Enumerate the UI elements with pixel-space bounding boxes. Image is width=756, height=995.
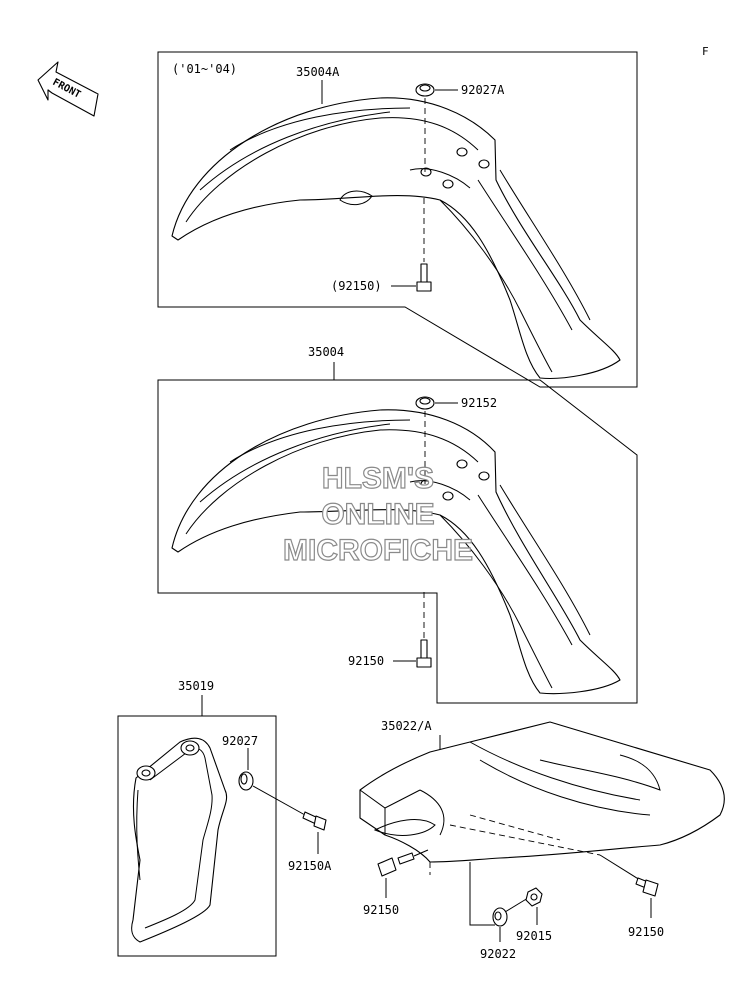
front-arrow-icon: FRONT <box>37 61 99 117</box>
frame-box-mid <box>157 379 638 704</box>
bolt-92150-rear-left[interactable] <box>377 852 415 877</box>
label-35022a: 35022/A <box>381 719 432 733</box>
bolt-92150-mid[interactable] <box>416 639 432 668</box>
bolt-92150-rear-right[interactable] <box>635 877 659 897</box>
label-92152: 92152 <box>461 396 497 410</box>
year-note: ('01~'04) <box>172 62 237 76</box>
label-92027a: 92027A <box>461 83 505 97</box>
label-92150a: 92150A <box>288 859 332 873</box>
line-washer-nut <box>504 897 529 913</box>
label-92015: 92015 <box>516 929 552 943</box>
label-92022: 92022 <box>480 947 516 961</box>
line-rear-left-bolt <box>413 849 429 857</box>
group-front-fender-a: ('01~'04) 35004A 92027A <box>157 51 638 388</box>
washer-92027a[interactable] <box>415 83 435 97</box>
line-rear-assembly <box>469 862 495 926</box>
washer-92022[interactable] <box>492 907 508 927</box>
label-35004: 35004 <box>308 345 344 359</box>
watermark-line-1: HLSM'S <box>322 462 434 495</box>
rear-fender[interactable] <box>359 721 725 875</box>
watermark-line-2: ONLINE <box>321 498 434 531</box>
frame-box-guard <box>117 715 277 957</box>
front-fender[interactable] <box>171 409 621 695</box>
group-fork-guard: 35019 92027 92150A <box>117 679 332 957</box>
nut-92015[interactable] <box>525 887 543 907</box>
group-rear-fender: 35022/A 92150 <box>359 719 725 961</box>
front-fender-a[interactable] <box>171 97 621 379</box>
watermark: HLSM'S ONLINE MICROFICHE <box>282 461 473 567</box>
label-35004a: 35004A <box>296 65 340 79</box>
label-92150-top: (92150) <box>331 279 382 293</box>
label-35019: 35019 <box>178 679 214 693</box>
bolt-92150-top[interactable] <box>416 263 432 292</box>
bolt-92150a[interactable] <box>302 811 327 831</box>
label-92150-rear-right: 92150 <box>628 925 664 939</box>
washer-92152[interactable] <box>415 396 435 410</box>
line-rear-right-bolt <box>599 854 641 881</box>
label-92150-rear-left: 92150 <box>363 903 399 917</box>
frame-box-top <box>157 51 638 388</box>
corner-mark: F <box>702 45 709 58</box>
label-92027: 92027 <box>222 734 258 748</box>
washer-92027[interactable] <box>238 771 254 791</box>
label-92150-mid: 92150 <box>348 654 384 668</box>
line-guard-bolt <box>252 785 306 816</box>
fork-guard[interactable] <box>131 737 228 943</box>
group-front-fender: 35004 92152 <box>157 345 638 704</box>
watermark-line-3: MICROFICHE <box>283 534 473 567</box>
